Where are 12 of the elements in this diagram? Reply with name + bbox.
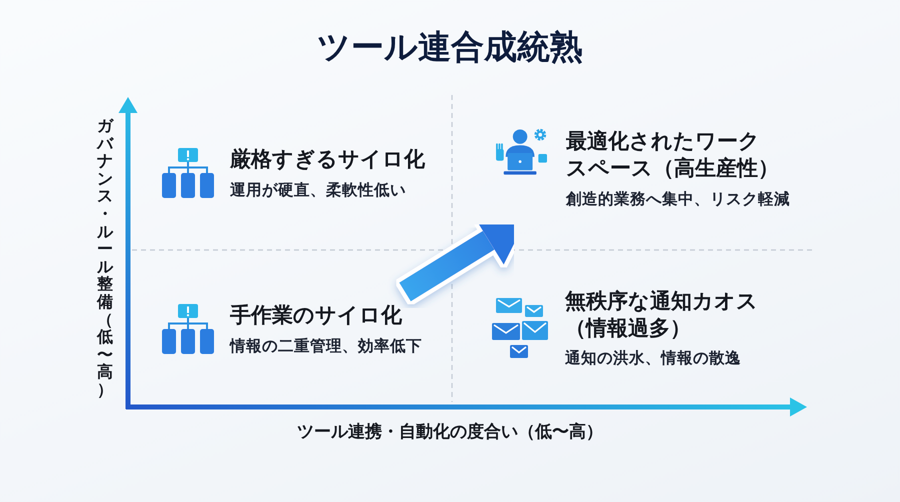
axis-label: ツール連携・自動化の度合い（低〜高） — [297, 421, 603, 444]
axis-label: ガバナンス・ルール整備（低〜高） — [97, 117, 113, 398]
quadrant-heading: 手作業のサイロ化 — [230, 302, 402, 330]
quadrant-description: 運用が硬直、柔軟性低い — [230, 180, 406, 200]
quadrant-heading: 無秩序な通知カオス（情報過多） — [565, 288, 759, 342]
quadrant-description: 情報の二重管理、効率低下 — [230, 336, 422, 356]
quadrant-description: 創造的業務へ集中、リスク軽減 — [566, 188, 790, 209]
quadrant-heading: 最適化されたワークスペース（高生産性） — [566, 128, 780, 182]
title: ツール連合成統熟 — [317, 27, 583, 67]
arrow — [399, 216, 528, 302]
quadrant-heading: 厳格すぎるサイロ化 — [230, 146, 425, 174]
quadrant-description: 通知の洪水、情報の散逸 — [565, 348, 741, 368]
